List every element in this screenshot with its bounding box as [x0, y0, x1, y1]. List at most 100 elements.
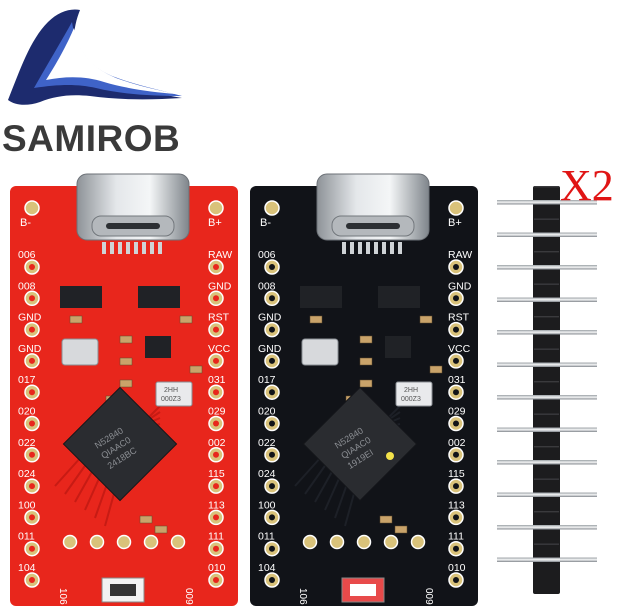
pad-hole	[213, 420, 219, 427]
usb-contact	[118, 242, 122, 254]
left-pin-label: GND	[258, 312, 282, 324]
mcu-chip-body	[302, 386, 418, 502]
pad-hole	[29, 264, 35, 270]
pad-hole	[269, 389, 275, 396]
usb-contact	[390, 242, 394, 254]
battery-plus-pad	[448, 200, 464, 216]
crystal-32k	[155, 381, 193, 407]
usb-contact	[358, 242, 362, 254]
left-pin-label: 022	[18, 437, 36, 449]
header-pin	[497, 232, 597, 237]
left-pin-label: 017	[18, 374, 36, 386]
header-segment-line	[534, 348, 559, 350]
pad-hole	[213, 357, 219, 364]
header-pin	[497, 330, 597, 335]
pad-hole	[29, 451, 35, 458]
right-pin-label: RAW	[208, 249, 232, 261]
left-pin-label: 024	[258, 468, 276, 480]
usb-c-tongue	[106, 223, 160, 229]
left-pin-label: 020	[18, 406, 36, 418]
bottom-left-label: 106	[297, 588, 308, 605]
header-pin	[497, 362, 597, 367]
usb-c-tongue	[346, 223, 400, 229]
right-pin-label: 029	[208, 406, 226, 418]
left-pin-label: 022	[258, 437, 276, 449]
regulator-chip	[60, 286, 102, 308]
right-pin-label: 115	[448, 468, 465, 480]
right-pin-label: 010	[208, 562, 226, 574]
right-pin-label: 031	[448, 374, 466, 386]
left-pin-label: 024	[18, 468, 36, 480]
regulator-chip	[378, 286, 420, 308]
header-pin	[497, 492, 597, 497]
smd-component	[359, 379, 373, 388]
pad-hole	[269, 514, 275, 521]
header-segment-line	[534, 251, 559, 253]
pad-hole	[453, 483, 459, 490]
indicator-dot	[386, 452, 394, 460]
usb-contact	[398, 242, 402, 254]
smd-component	[379, 515, 393, 524]
regulator-chip	[300, 286, 342, 308]
left-pin-label: 006	[258, 249, 276, 261]
smd-component	[139, 515, 153, 524]
header-segment-line	[534, 381, 559, 383]
usb-contact	[342, 242, 346, 254]
pad-hole	[29, 295, 35, 302]
pad-hole	[213, 545, 219, 552]
left-pin-label: 017	[258, 374, 276, 386]
bottom-pad	[170, 534, 186, 550]
right-pin-label: RST	[208, 312, 230, 324]
usb-contact	[102, 242, 106, 254]
mcu-chip-body	[62, 386, 178, 502]
right-pin-label: 029	[448, 406, 466, 418]
pad-hole	[453, 357, 459, 364]
pad-hole	[29, 357, 35, 364]
pad-hole	[269, 326, 275, 333]
pad-hole	[213, 577, 219, 583]
right-pin-label: VCC	[448, 343, 471, 355]
pad-hole	[269, 451, 275, 458]
right-pin-label: 002	[208, 437, 226, 449]
right-pin-label: 031	[208, 374, 226, 386]
pad-hole	[453, 295, 459, 302]
battery-minus-pad	[264, 200, 280, 216]
pad-hole	[453, 326, 459, 333]
pad-hole	[213, 389, 219, 396]
left-pin-label: 011	[258, 531, 275, 543]
left-pin-label: 100	[258, 499, 276, 511]
left-pin-label: 008	[18, 280, 36, 292]
pad-hole	[29, 514, 35, 521]
crystal-oscillator	[301, 338, 339, 366]
battery-minus-pad	[24, 200, 40, 216]
usb-contact	[134, 242, 138, 254]
pad-hole	[29, 577, 35, 583]
left-pin-label: 008	[258, 280, 276, 292]
pad-hole	[453, 514, 459, 521]
pad-hole	[29, 483, 35, 490]
pad-hole	[213, 514, 219, 521]
battery-plus-label: B+	[208, 217, 222, 229]
header-segment-line	[534, 446, 559, 448]
bottom-right-label: 009	[183, 588, 194, 605]
bottom-pad	[410, 534, 426, 550]
right-pin-label: 113	[448, 499, 465, 511]
quantity-label: X2	[560, 161, 614, 210]
pad-hole	[213, 326, 219, 333]
usb-contact	[110, 242, 114, 254]
header-pin	[497, 427, 597, 432]
pad-hole	[269, 420, 275, 427]
pad-hole	[29, 420, 35, 427]
bottom-connector-slot	[350, 584, 376, 596]
pad-hole	[213, 483, 219, 490]
regulator-chip	[138, 286, 180, 308]
smd-component	[119, 357, 133, 366]
smd-component	[394, 525, 408, 534]
battery-minus-label: B-	[260, 217, 271, 229]
crystal-label: 000Z3	[401, 396, 421, 403]
pad-hole	[453, 577, 459, 583]
smd-component	[359, 357, 373, 366]
